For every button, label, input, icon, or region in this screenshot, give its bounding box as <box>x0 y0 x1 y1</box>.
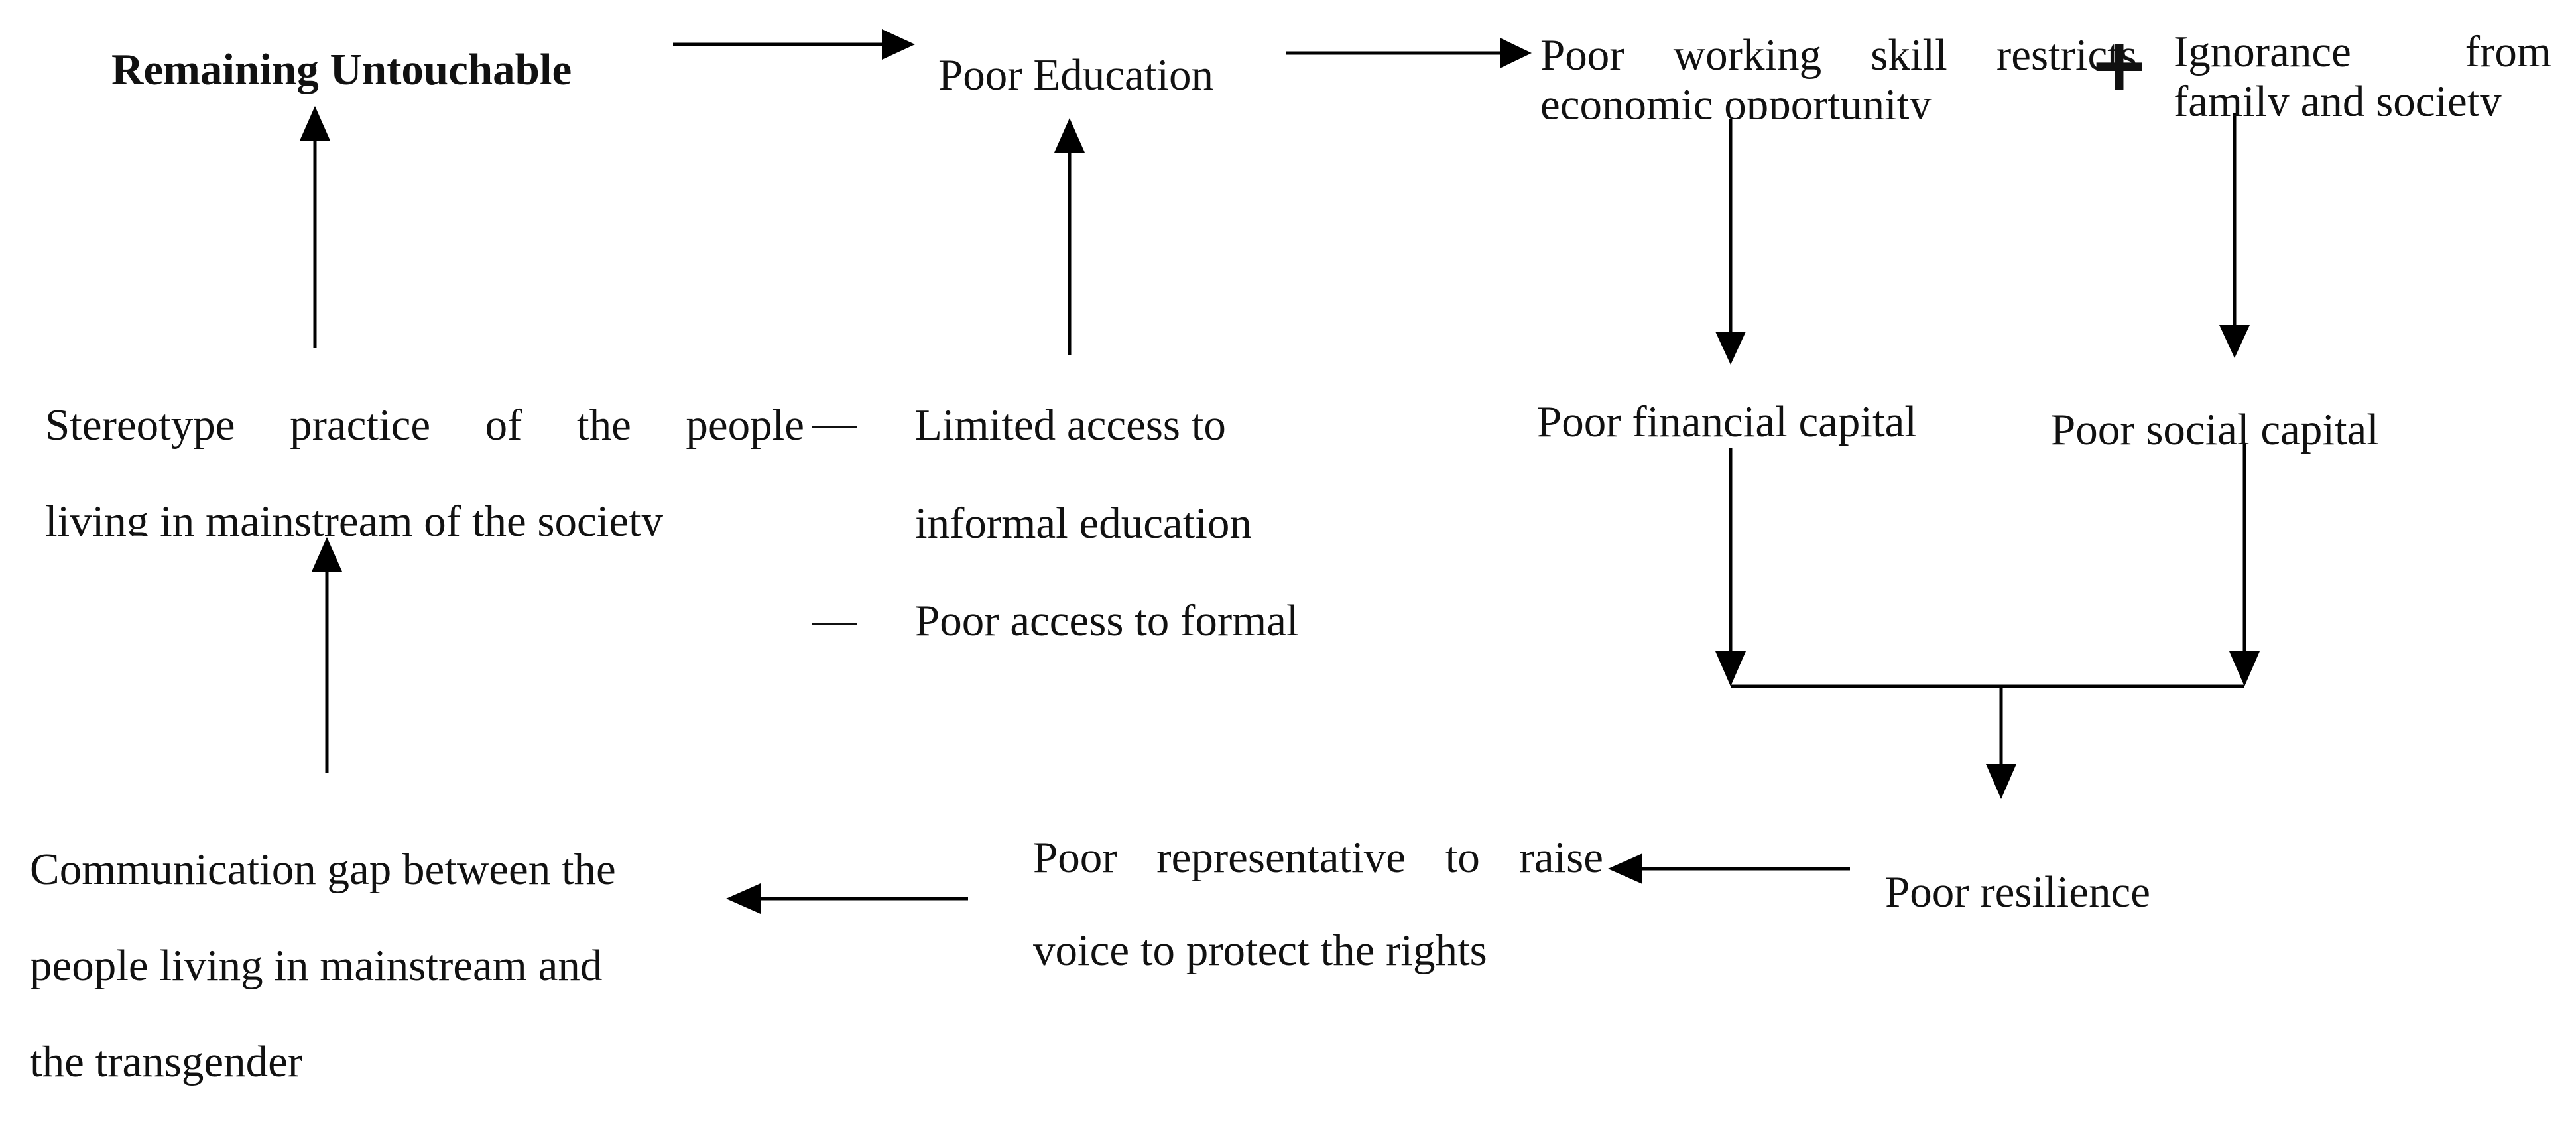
plus-symbol: + <box>2089 28 2150 101</box>
dash-glyph: — <box>812 399 857 448</box>
node-label: Poor resilience <box>1885 867 2151 916</box>
node-label: Poor financial capital <box>1537 397 1918 446</box>
node-label-line: Stereotype practice of the people <box>45 403 804 450</box>
node-label-line: informal education <box>915 499 1252 548</box>
arrowhead-down <box>2219 325 2250 358</box>
arrowhead-up <box>300 106 330 141</box>
connectors <box>300 29 2260 914</box>
node-poor-working-skill: Poor working skill restricts economic op… <box>1540 33 2137 119</box>
node-label-line: Communication gap between the <box>30 845 616 894</box>
node-ignorance: Ignorance from family and society <box>2174 30 2551 116</box>
node-poor-access-formal: Poor access to formal <box>915 599 1299 695</box>
node-label-line: voice to protect the rights <box>1033 926 1487 975</box>
arrowhead-down <box>1715 332 1746 365</box>
node-label: Poor access to formal <box>915 596 1299 645</box>
arrowhead-left <box>1608 853 1642 884</box>
node-poor-social-capital: Poor social capital <box>2051 408 2379 504</box>
node-remaining-untouchable: Remaining Untouchable <box>111 48 572 144</box>
dash-glyph: — <box>812 596 857 645</box>
node-poor-education: Poor Education <box>938 53 1213 149</box>
node-label-line: family and society <box>2174 80 2502 116</box>
node-poor-financial-capital: Poor financial capital <box>1537 400 1917 496</box>
arrowhead-down <box>2229 651 2260 686</box>
arrowhead-right <box>882 29 915 60</box>
node-limited-access: Limited access to informal education <box>915 403 1252 598</box>
node-label-line: Poor working skill restricts <box>1540 33 2137 80</box>
node-label-line: Limited access to <box>915 401 1226 450</box>
node-label-line: living in mainstream of the society <box>45 499 664 536</box>
node-label-line: Ignorance from <box>2174 30 2551 76</box>
dash-marker: — <box>812 401 857 446</box>
arrowhead-down <box>1715 651 1746 686</box>
node-communication-gap: Communication gap between the people liv… <box>30 848 616 1136</box>
arrowhead-right <box>1500 38 1532 68</box>
node-poor-representative: Poor representative to raise voice to pr… <box>1033 836 1603 1025</box>
plus-glyph: + <box>2089 22 2150 107</box>
node-label-line: Poor representative to raise <box>1033 833 1603 882</box>
node-poor-resilience: Poor resilience <box>1885 870 2150 966</box>
arrowhead-left <box>726 883 761 914</box>
node-stereotype-practice: Stereotype practice of the people living… <box>45 403 804 536</box>
arrowhead-up <box>312 537 342 572</box>
arrowhead-up <box>1054 118 1085 153</box>
node-label: Poor social capital <box>2051 405 2379 454</box>
node-label-line: people living in mainstream and <box>30 941 603 990</box>
node-label-line: the transgender <box>30 1037 303 1086</box>
arrowhead-down <box>1986 764 2016 799</box>
node-label: Remaining Untouchable <box>111 45 572 94</box>
diagram: Remaining Untouchable Poor Education Poo… <box>30 28 2551 1084</box>
node-label-line: economic opportunity <box>1540 83 1932 119</box>
node-label: Poor Education <box>938 50 1213 99</box>
dash-marker: — <box>812 598 857 643</box>
